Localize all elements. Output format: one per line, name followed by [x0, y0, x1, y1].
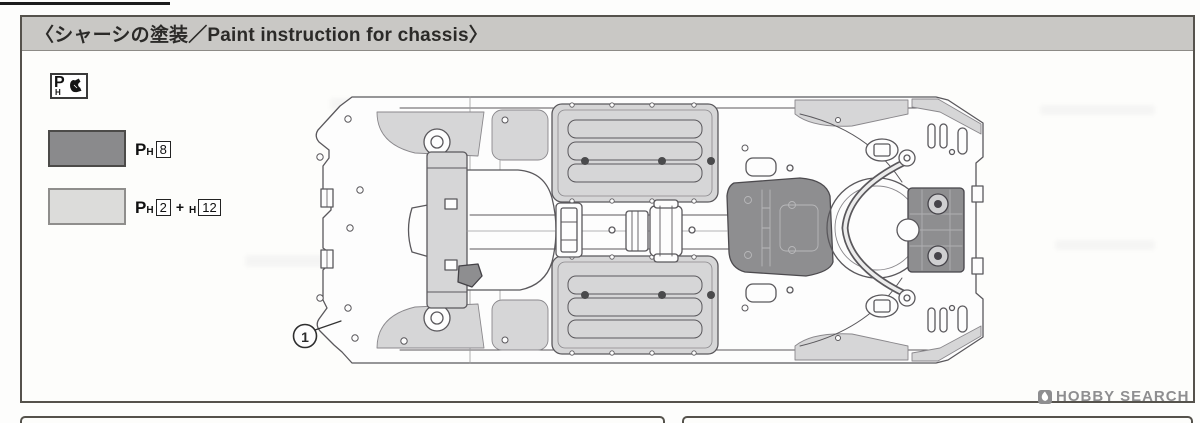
paint-code-token: + [175, 199, 184, 215]
bleed-through-smudge [1040, 105, 1155, 115]
next-section-box-left [20, 416, 665, 423]
paint-swatch-dark [48, 130, 126, 167]
watermark-text: HOBBY SEARCH [1056, 388, 1190, 405]
next-section-box-right [682, 416, 1193, 423]
previous-section-border-remnant [0, 2, 170, 5]
paint-code-token: P [135, 139, 147, 159]
watermark: HOBBY SEARCH [1038, 388, 1189, 405]
paint-code-token: 12 [198, 198, 221, 216]
section-title: 〈シャーシの塗装／Paint instruction for chassis〉 [35, 25, 488, 46]
paint-code-token: H [189, 204, 197, 216]
bleed-through-smudge [360, 118, 550, 129]
section-header-bar: 〈シャーシの塗装／Paint instruction for chassis〉 [22, 17, 1193, 51]
paint-mark-ph: P H [54, 74, 65, 97]
brush-glyph-icon [69, 77, 83, 93]
paint-code-token: H [146, 204, 154, 216]
bleed-through-smudge [1055, 240, 1155, 250]
bleed-through-smudge [330, 98, 555, 110]
hobby-search-flame-icon [1038, 389, 1052, 404]
paint-code-token: H [146, 146, 154, 158]
paint-code-token: P [135, 197, 147, 217]
paint-brand-badge-icon: P H [50, 73, 88, 99]
paint-swatch-light [48, 188, 126, 225]
paint-code-token: 2 [155, 198, 171, 216]
paint-code-token: 8 [155, 140, 171, 158]
bleed-through-smudge [245, 255, 500, 267]
